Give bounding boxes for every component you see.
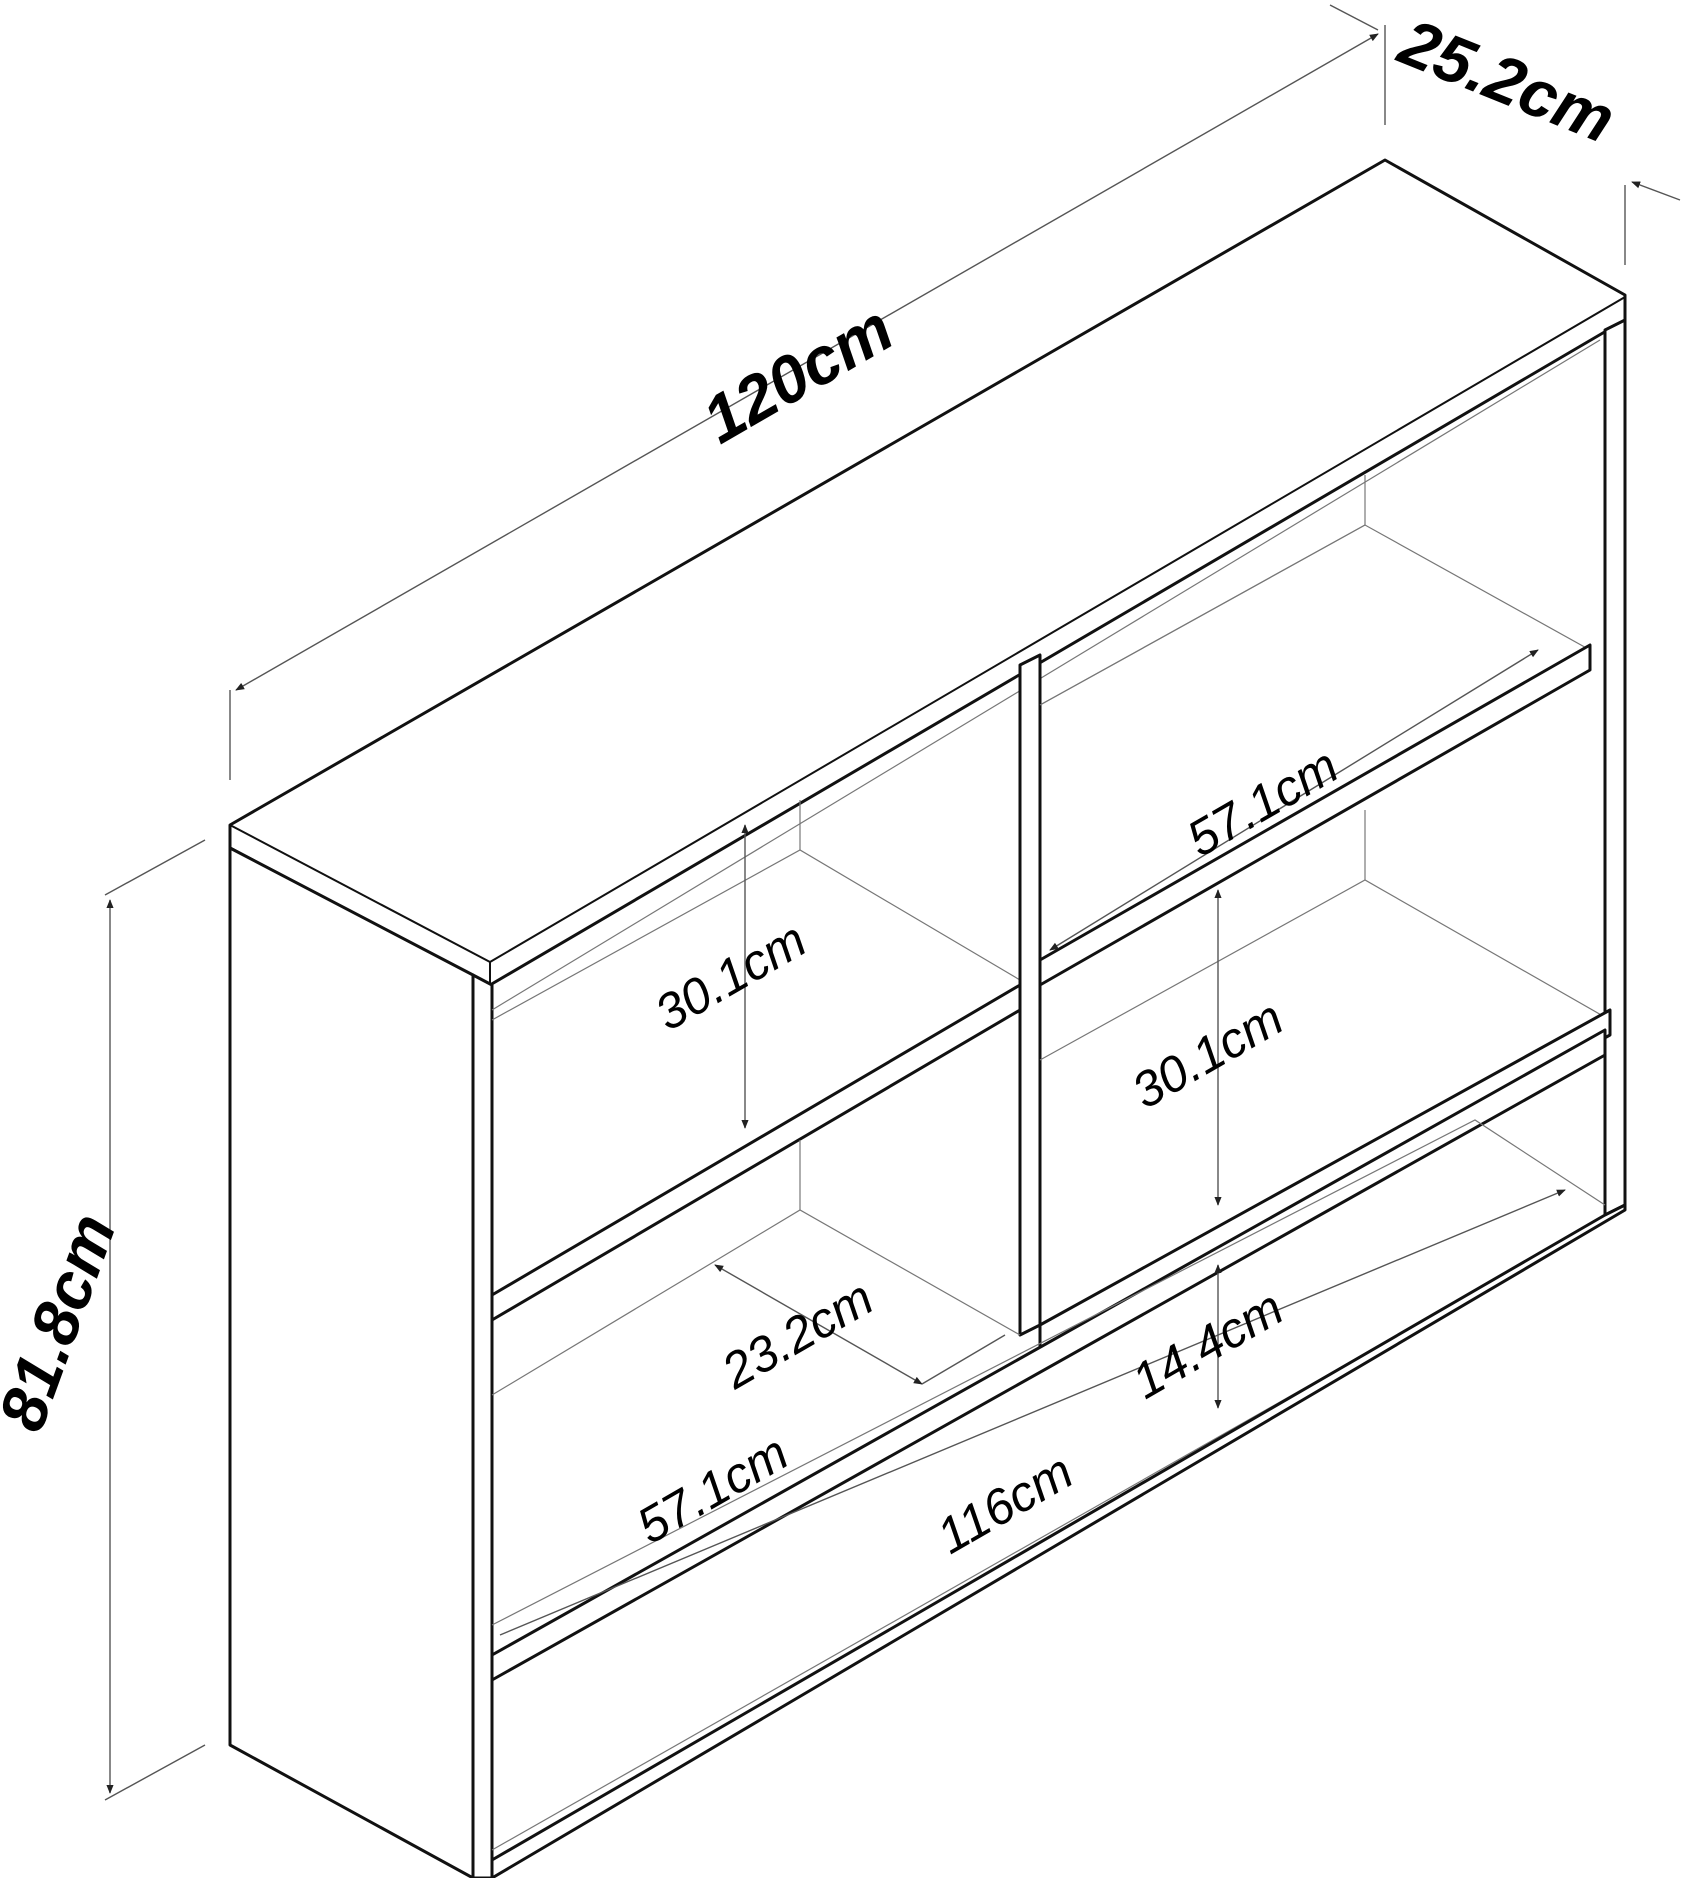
- inner-width-label: 116cm: [928, 1443, 1083, 1565]
- kick-board: [490, 1203, 1627, 1878]
- depth-dimension-line-top: [1329, 4, 1379, 31]
- dimension-lines: [104, 4, 1681, 1801]
- right-lower-shelf: [1038, 1008, 1612, 1352]
- depth-label: 25.2cm: [1388, 4, 1625, 157]
- left-side-panel: [228, 846, 475, 1878]
- upper-shelf-width-line: [1049, 649, 1539, 951]
- right-side-panel-edge: [1603, 318, 1627, 1217]
- bottom-shelf: [490, 1028, 1607, 1682]
- left-compartment-height-label: 30.1cm: [646, 911, 816, 1041]
- top-board-front-edge: [229, 824, 491, 963]
- right-compartment-height-label: 30.1cm: [1123, 989, 1293, 1119]
- left-middle-shelf: [490, 983, 1022, 1322]
- right-upper-shelf: [1038, 643, 1592, 987]
- width-dimension-line: [235, 33, 1379, 691]
- height-extension-top: [104, 839, 206, 896]
- inner-depth-label: 23.2cm: [712, 1269, 883, 1400]
- bottom-back: [491, 1119, 1606, 1626]
- height-extension-bottom: [104, 1744, 206, 1801]
- depth-dimension-arrow: [1631, 181, 1681, 201]
- cabinet: [228, 158, 1627, 1878]
- inner-depth-line: [714, 1264, 923, 1385]
- inner-depth-extension: [921, 1334, 1006, 1385]
- inner-width-line: [499, 1189, 1566, 1636]
- center-divider: [1018, 653, 1042, 1337]
- left-panel-front-face: [471, 973, 494, 1878]
- right-lower-back: [1039, 879, 1611, 1061]
- width-label: 120cm: [690, 290, 905, 457]
